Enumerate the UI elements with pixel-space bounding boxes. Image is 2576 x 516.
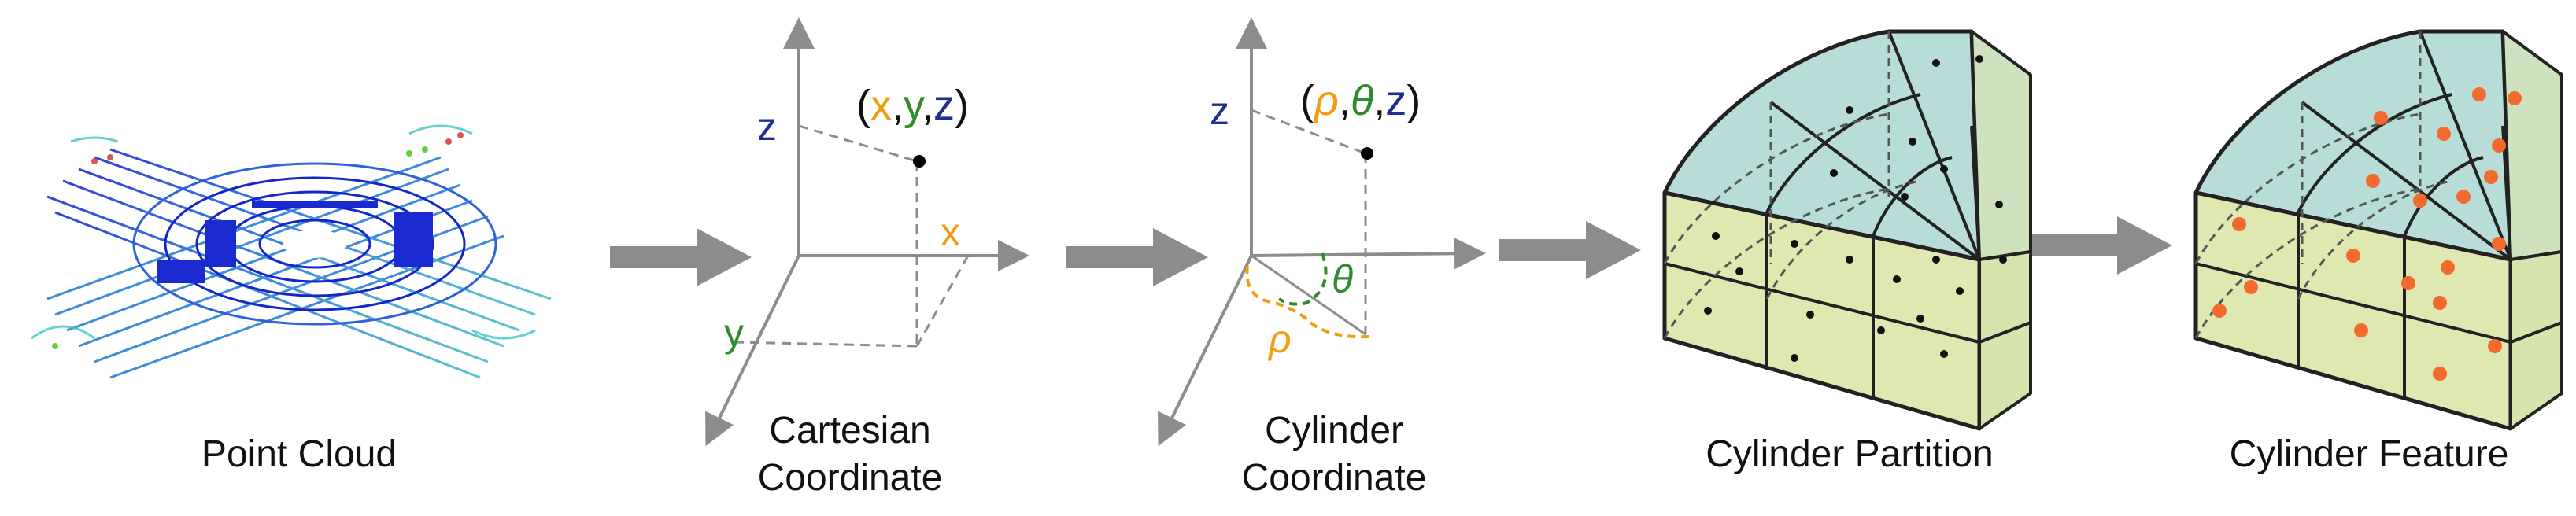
caption-cartesian: Cartesian Coordinate [693, 407, 1007, 502]
theta-arc [1277, 252, 1328, 306]
flow-arrow-4 [2031, 216, 2172, 275]
cartesian-x-label: x [941, 210, 960, 254]
caption-point-cloud: Point Cloud [201, 433, 397, 475]
cylinder-projection-lines [1251, 109, 1367, 336]
cartesian-point [913, 155, 926, 168]
cartesian-z-label: z [757, 105, 777, 149]
point-cloud-image [31, 124, 552, 379]
cartesian-coordinate-tuple: (x,y,z) [856, 82, 969, 129]
caption-feature: Cylinder Feature [2229, 433, 2509, 475]
rho-label: ρ [1267, 317, 1292, 361]
cylinder-point [1361, 147, 1373, 160]
cylinder-coordinate-tuple: (ρ,θ,z) [1300, 77, 1421, 124]
caption-partition: Cylinder Partition [1706, 433, 1994, 475]
cartesian-axes [705, 17, 1029, 447]
cylinder-feature-figure [2193, 29, 2563, 431]
caption-cylinder: Cylinder Coordinate [1177, 407, 1491, 502]
cartesian-projection-lines [735, 124, 970, 348]
caption-cartesian-line1: Cartesian [769, 410, 931, 452]
cylinder-partition-figure [1662, 29, 2032, 431]
cartesian-y-label: y [724, 311, 744, 355]
cylinder-z-label: z [1210, 89, 1229, 133]
caption-cartesian-line2: Coordinate [757, 457, 943, 499]
caption-cylinder-line2: Coordinate [1241, 457, 1427, 499]
rho-brace [1245, 265, 1370, 339]
caption-cylinder-line1: Cylinder [1264, 410, 1404, 452]
theta-label: θ [1332, 257, 1353, 301]
flow-arrow-3 [1499, 221, 1641, 279]
flow-arrow-1 [610, 228, 752, 286]
flow-arrow-2 [1066, 228, 1208, 286]
